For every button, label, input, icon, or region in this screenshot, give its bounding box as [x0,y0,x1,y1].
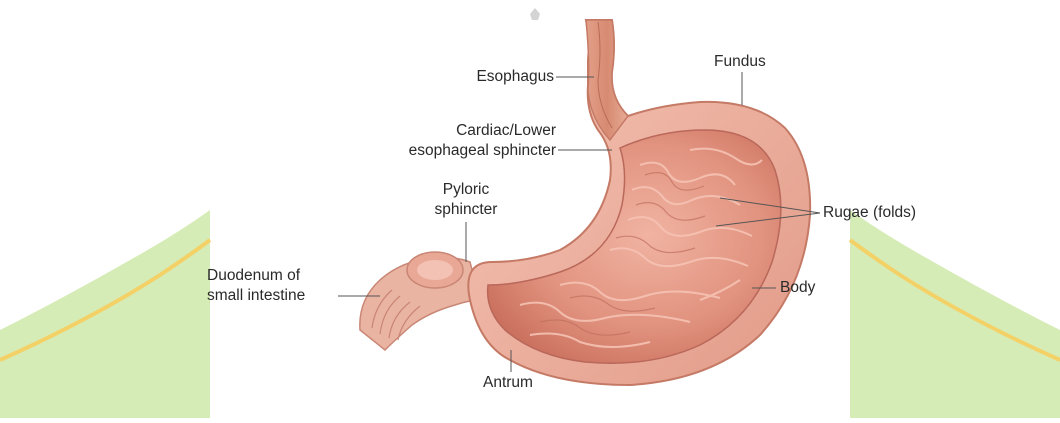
label-duodenum: Duodenum of small intestine [207,266,305,306]
label-pyloric-sphincter: Pyloric sphincter [416,180,516,220]
label-fundus: Fundus [714,52,766,72]
watermark-top-mark [530,8,540,20]
label-esophagus: Esophagus [440,67,554,87]
label-rugae: Rugae (folds) [823,203,916,223]
label-antrum: Antrum [483,373,533,393]
label-cardiac-sphincter: Cardiac/Lower esophageal sphincter [380,121,556,161]
label-body: Body [780,278,815,298]
